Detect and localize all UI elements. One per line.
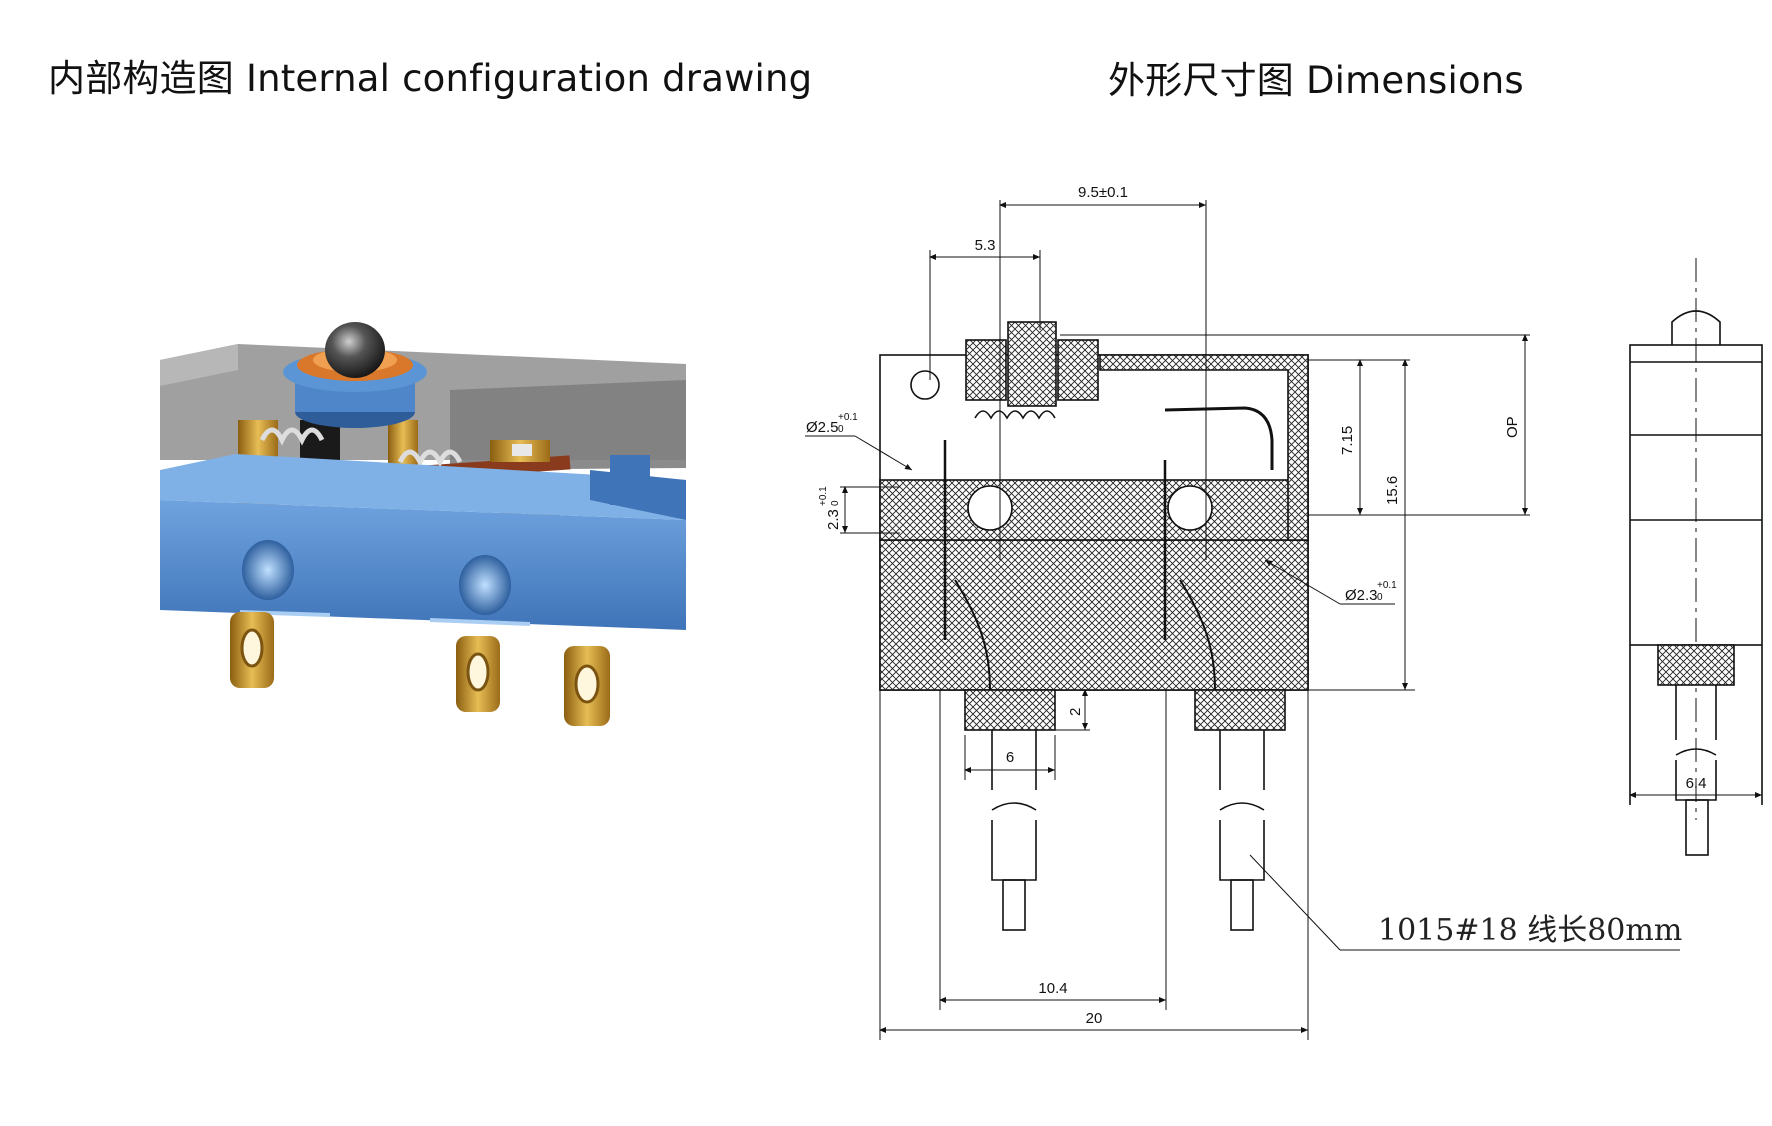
blue-housing xyxy=(160,454,686,630)
dim-2: 2 xyxy=(1067,708,1084,716)
housing-section xyxy=(879,321,1309,731)
internal-configuration-illustration xyxy=(160,322,686,726)
dim-phi-2-5-tol: +0.1 xyxy=(838,412,858,423)
dim-2-3-tol: +0.1 xyxy=(818,486,829,506)
dim-phi-2-5: Ø2.5 xyxy=(806,419,839,436)
dim-phi-2-3-tol: +0.1 xyxy=(1377,580,1397,591)
dim-6: 6 xyxy=(1006,749,1014,766)
dim-20: 20 xyxy=(1086,1010,1103,1027)
side-view xyxy=(1629,258,1763,856)
dimensions-drawing: 9.5±0.1 5.3 Ø2.5 +0.1 0 2.3 +0.1 0 7.15 … xyxy=(805,184,1763,1040)
dim-6-4: 6.4 xyxy=(1686,775,1707,792)
title-dimensions: 外形尺寸图 Dimensions xyxy=(1108,59,1524,102)
dim-9-5: 9.5±0.1 xyxy=(1078,184,1128,201)
dim-2-3-base: 0 xyxy=(830,500,841,506)
wires xyxy=(991,730,1265,931)
wire-spec-label: 1015#18 线长80mm xyxy=(1378,913,1682,948)
dim-10-4: 10.4 xyxy=(1038,980,1067,997)
dim-phi-2-3: Ø2.3 xyxy=(1345,587,1378,604)
terminals xyxy=(230,612,610,726)
dim-15-6: 15.6 xyxy=(1384,476,1401,505)
dim-2-3: 2.3 xyxy=(825,509,842,530)
dim-phi-2-3-base: 0 xyxy=(1377,592,1383,603)
dim-7-15: 7.15 xyxy=(1339,426,1356,455)
dim-op: OP xyxy=(1504,416,1521,438)
dim-5-3: 5.3 xyxy=(975,237,996,254)
plunger xyxy=(283,322,427,428)
dim-phi-2-5-base: 0 xyxy=(838,424,844,435)
title-internal-configuration: 内部构造图 Internal configuration drawing xyxy=(48,57,813,100)
dimension-lines xyxy=(805,200,1680,1040)
